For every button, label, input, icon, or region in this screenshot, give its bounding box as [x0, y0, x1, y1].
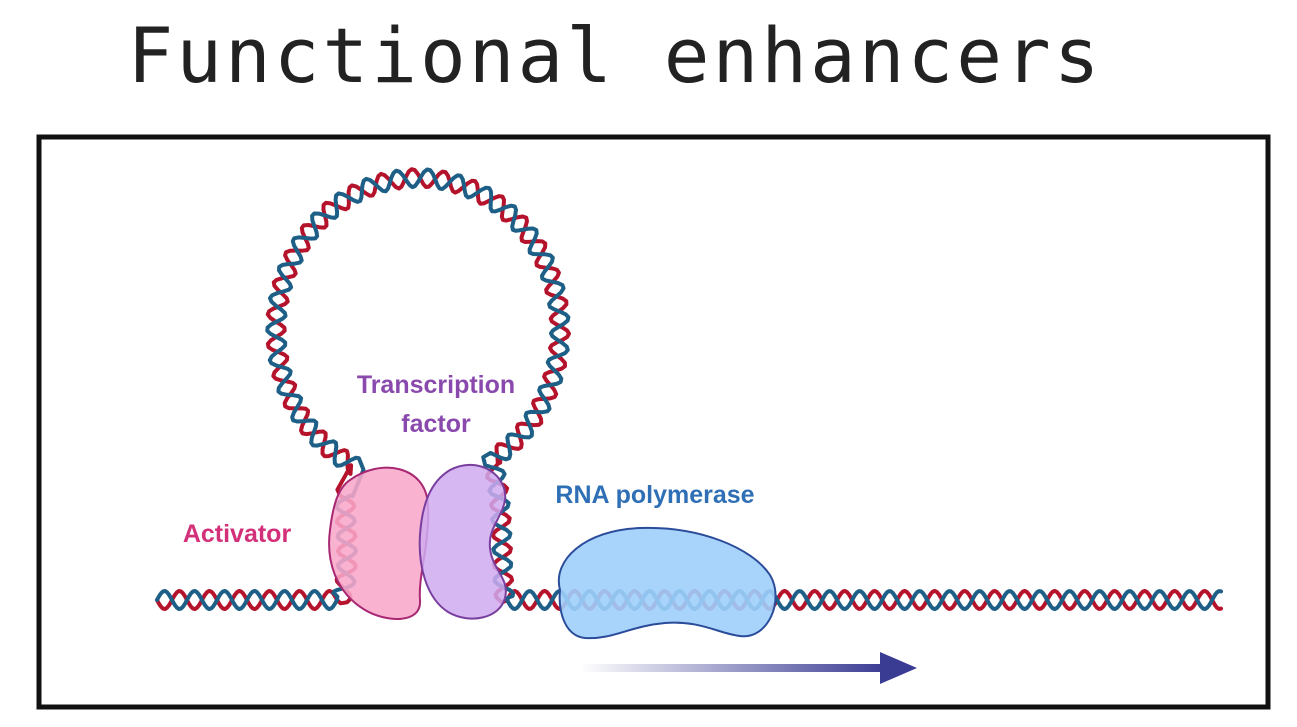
activator-label: Activator [183, 520, 292, 548]
rna-polymerase-protein [557, 526, 777, 640]
rna-polymerase-label: RNA polymerase [555, 481, 754, 509]
transcription-direction-arrow [580, 652, 917, 684]
diagram-frame [36, 134, 1271, 710]
diagram-title: Functional enhancers [127, 11, 1103, 100]
transcription-factor-protein [418, 463, 507, 620]
transcription-factor-label-line1: Transcription [357, 371, 515, 399]
activator-protein [328, 466, 430, 620]
transcription-factor-label-line2: factor [401, 410, 471, 438]
